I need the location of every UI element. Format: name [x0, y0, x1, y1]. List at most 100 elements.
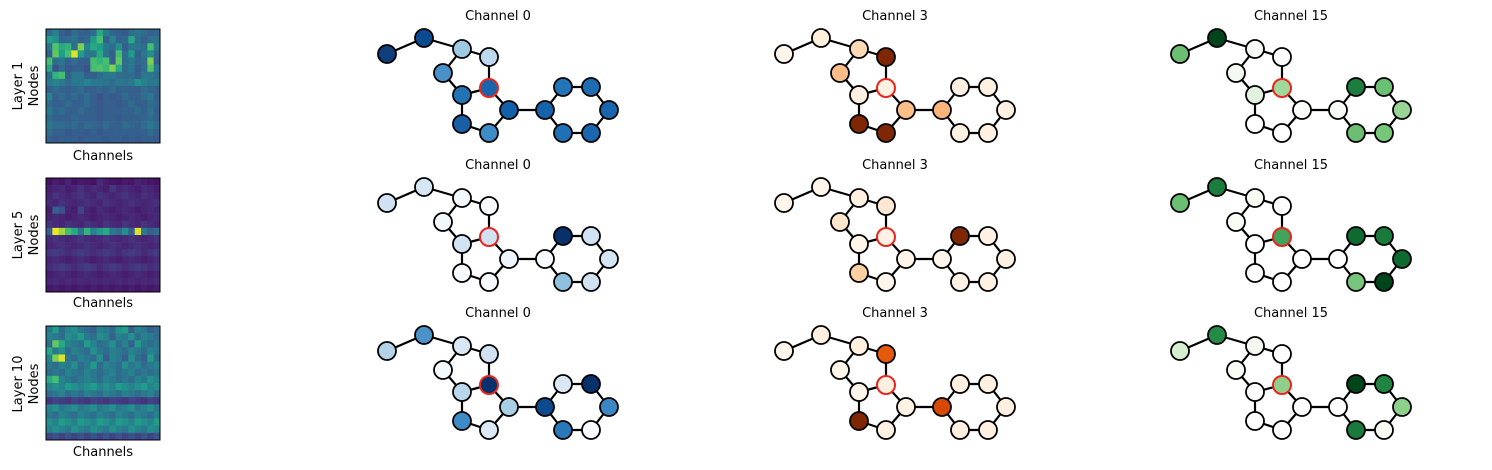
heatmap-cell [134, 121, 142, 130]
graph-node [599, 249, 619, 269]
heatmap-cell [134, 354, 142, 362]
heatmap-cell [141, 93, 148, 101]
heatmap-cell [65, 86, 72, 94]
heatmap-cell [71, 227, 78, 236]
graph-node [1170, 193, 1190, 213]
heatmap-cell [46, 78, 53, 87]
heatmap-cell [109, 263, 116, 271]
heatmap-cell [65, 361, 72, 370]
heatmap-cell [46, 227, 53, 236]
graph-node [377, 341, 397, 361]
heatmap-cell [147, 249, 154, 257]
heatmap-cell [90, 425, 97, 434]
heatmap-cell [58, 64, 66, 73]
heatmap-cell [90, 220, 97, 229]
heatmap-cell [147, 86, 154, 94]
graph-node [950, 272, 970, 292]
heatmap-cell [153, 227, 161, 236]
heatmap-cell [122, 213, 129, 222]
heatmap-frame [45, 177, 161, 293]
heatmap-cell [90, 242, 97, 250]
heatmap-cell [153, 135, 161, 144]
heatmap-cell [147, 361, 154, 370]
heatmap-cell [84, 71, 91, 80]
graph-node [774, 44, 794, 64]
heatmap-cell [58, 57, 66, 65]
heatmap-cell [122, 100, 129, 108]
heatmap-cell [52, 57, 59, 65]
heatmap-cell [147, 242, 154, 250]
heatmap-cell [52, 128, 59, 137]
heatmap-cell [46, 71, 53, 80]
graph-node [377, 44, 397, 64]
heatmap-cell [115, 192, 123, 200]
heatmap-cell [46, 199, 53, 207]
heatmap-cell [90, 114, 97, 122]
heatmap-cell [153, 333, 161, 341]
heatmap-cell [71, 100, 78, 108]
graph-node [876, 344, 896, 364]
heatmap-cell [153, 418, 161, 427]
heatmap-cell [96, 29, 104, 37]
heatmap-cell [147, 235, 154, 243]
heatmap-cell [77, 390, 85, 398]
heatmap-cell [109, 114, 116, 122]
heatmap-cell [115, 432, 123, 441]
heatmap-cell [128, 383, 135, 391]
heatmap-cell [128, 270, 135, 279]
heatmap-cell [134, 192, 142, 200]
heatmap-cell [58, 354, 66, 362]
heatmap-cell [103, 199, 110, 207]
graph-node [849, 114, 869, 134]
heatmap-cell [46, 121, 53, 130]
heatmap-cell [122, 64, 129, 73]
heatmap-cell [77, 361, 85, 370]
heatmap-cell [134, 263, 142, 271]
heatmap-cell [147, 185, 154, 193]
heatmap-cell [96, 256, 104, 264]
heatmap-cell [134, 178, 142, 186]
graph-node [1374, 374, 1394, 394]
heatmap-cell [96, 397, 104, 405]
heatmap-cell [96, 270, 104, 279]
heatmap-cell [46, 235, 53, 243]
heatmap-cell [65, 107, 72, 115]
heatmap-cell [128, 220, 135, 229]
heatmap-cell [115, 397, 123, 405]
heatmap-cell [141, 411, 148, 419]
heatmap-cell [147, 114, 154, 122]
heatmap-cell [128, 263, 135, 271]
heatmap-cell [96, 347, 104, 355]
heatmap-cell [122, 270, 129, 279]
heatmap-cell [84, 178, 91, 186]
heatmap-cell [84, 220, 91, 229]
heatmap-cell [109, 235, 116, 243]
heatmap-cell [77, 50, 85, 58]
heatmap-cell [115, 71, 123, 80]
heatmap-cell [96, 185, 104, 193]
heatmap-cell [58, 263, 66, 271]
heatmap-cell [46, 206, 53, 214]
heatmap-cell [128, 249, 135, 257]
heatmap-cell [153, 93, 161, 101]
heatmap-cell [84, 375, 91, 384]
heatmap-cell [109, 64, 116, 73]
heatmap-cell [103, 284, 110, 293]
heatmap-cell [134, 128, 142, 137]
heatmap-cell [71, 64, 78, 73]
heatmap-cell [58, 383, 66, 391]
heatmap-cell [71, 270, 78, 279]
heatmap-cell [122, 86, 129, 94]
heatmap-cell [96, 178, 104, 186]
heatmap-cell [122, 121, 129, 130]
graph-node [553, 272, 573, 292]
heatmap-cell [84, 249, 91, 257]
heatmap-cell [65, 100, 72, 108]
graph-node [896, 397, 916, 417]
heatmap-cell [84, 43, 91, 51]
graph-node [1374, 420, 1394, 440]
heatmap-cell [128, 375, 135, 384]
heatmap-cell [90, 78, 97, 87]
heatmap-cell [109, 93, 116, 101]
heatmap-cell [84, 397, 91, 405]
